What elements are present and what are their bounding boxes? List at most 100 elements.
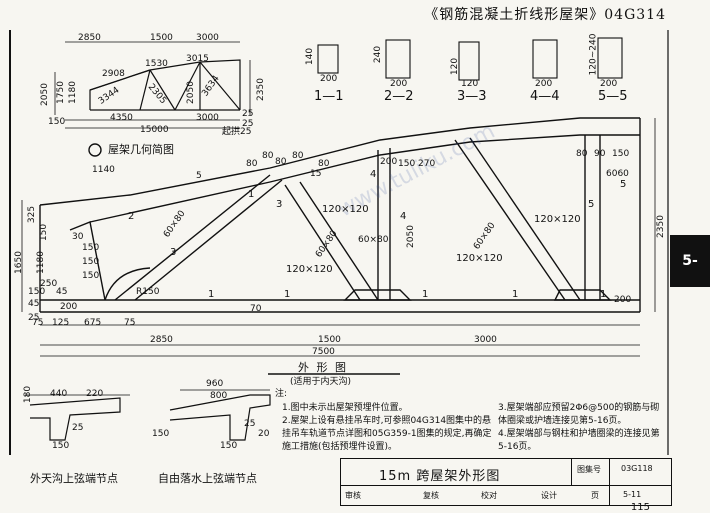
atlas-label: 图集号 [577,465,601,474]
member-size-2: 120×120 [534,214,581,225]
chord-dim-1: 80 [275,157,287,167]
chord-dim-11: 6060 [606,169,629,179]
section-mark-2: 2 [128,211,135,222]
left-dim-7: 45 [28,299,40,309]
top-chord-outer [39,117,640,206]
detail-left-shape [29,397,121,441]
geometry-top-left [89,69,151,91]
sec3-label: 3—3 [457,89,487,104]
detail-left-dim-3: 220 [86,389,104,399]
geo-member-3: 3015 [186,54,209,64]
detail-right-dim-3: 25 [244,419,256,429]
geometry-caption-circle [88,143,102,157]
sign-check: 复核 [423,491,439,500]
end-dim-6: 200 [60,302,78,312]
sec5-width: 200 [600,79,618,89]
bottom-row-3: 675 [84,318,102,328]
geometry-web-2 [149,69,176,111]
bottom-row-1: 75 [32,318,44,328]
geo-caption: 屋架几何简图 [108,143,174,156]
sec5-height: 120~240 [588,33,599,76]
section-mark-13: 5 [588,199,595,210]
geo-total: 15000 [140,125,169,135]
left-end-inner [69,221,106,301]
note-2: 2.屋架上设有悬挂吊车时,可参照04G314图集中的悬挂吊车轨道节点详图和05G… [282,416,492,452]
section-mark-4: 4 [370,169,377,180]
geometry-web-5 [199,61,241,111]
geo-bottom-1: 150 [48,117,66,127]
main-truss [21,117,656,375]
tb-divider-3 [609,485,610,505]
geo-left-h-3: 1180 [67,81,78,104]
geo-left-h-2: 1750 [55,81,66,104]
section-mark-1: 1 [248,189,255,200]
geometry-outline [89,59,241,110]
geo-top-dim-2: 1500 [150,33,173,43]
radius-label: R150 [136,287,160,297]
detail-right-shape [169,394,271,441]
detail-right-dim-2: 800 [210,391,228,401]
geo-top-dim-1: 2850 [78,33,101,43]
end-dim-5: 45 [56,287,68,297]
end-dim-2: 150 [82,243,100,253]
sec4-label: 4—4 [530,89,560,104]
member-size-3: 120×120 [286,264,333,275]
bottom-row-2: 125 [52,318,70,328]
top-left-80b: 80 [262,151,274,161]
bottom-row-4: 75 [124,318,136,328]
sign-design: 设计 [541,491,557,500]
web-member-4a [454,139,566,301]
geo-member-6: 2050 [185,81,196,104]
detail-left-dim-2: 440 [50,389,68,399]
detail-left-dim-5: 150 [52,441,70,451]
sign-proof: 校对 [481,491,497,500]
geo-right-h: 2350 [255,78,266,101]
chord-dim-5: 200 [380,157,398,167]
section-mark-5: 5 [620,179,627,190]
note-1: 1.图中未示出屋架预埋件位置。 [282,403,408,413]
web-member-2b [299,181,379,301]
sec3-width: 120 [461,79,479,89]
sec5-label: 5—5 [598,89,628,104]
atlas-number: 03G118 [621,464,653,473]
bottom-total-4: 7500 [312,347,335,357]
title-block-main-row: 15m 跨屋架外形图 图集号 03G118 [341,459,671,486]
web-member-1a [114,174,271,301]
detail-right-dim-4: 20 [258,429,270,439]
section-5-rect [597,37,623,79]
joint-middle [343,289,412,301]
title-block-sign-row: 审核 复核 校对 设计 页 5-11 [341,485,671,505]
top-left-1140: 1140 [92,165,115,175]
section-mark-9: 1 [512,289,519,300]
sec1-label: 1—1 [314,89,344,104]
note-4: 4.屋架端部与钢柱和护墙圈梁的连接见第5-16页。 [498,429,660,452]
sec2-height: 240 [373,45,384,64]
tb-divider-2 [609,459,610,485]
section-mark-8: 1 [422,289,429,300]
chord-dim-3: 80 [318,159,330,169]
note-3: 3.屋架端部应预留2Φ6@500的钢筋与砌体圈梁或护墙连接见第5-16页。 [498,403,660,426]
bottom-total-1: 2850 [150,335,173,345]
detail-left [25,394,130,441]
detail-right-dim-5: 150 [220,441,238,451]
bottom-row-5: 70 [250,304,262,314]
sec1-width: 200 [320,74,338,84]
sec1-height: 140 [305,47,316,66]
left-dim-3: 1180 [35,251,46,274]
chord-dim-8: 80 [576,149,588,159]
sec2-label: 2—2 [384,89,414,104]
joint-right [553,289,612,301]
geometry-web-3 [174,61,201,111]
main-caption: 外 形 图 [298,361,348,374]
section-mark-10: 1 [600,289,607,300]
page-value: 5-11 [623,490,642,499]
web-member-1b [134,179,283,301]
chord-dim-4: 15 [310,169,322,179]
bottom-total-3: 3000 [474,335,497,345]
geo-right-dim-2: 25 [242,119,254,129]
top-left-5: 5 [196,171,202,181]
left-dim-2: 150 [39,223,50,242]
detail-right-dim-1: 960 [206,379,224,389]
section-mark-12: 4 [400,211,407,222]
page-label: 页 [591,491,599,500]
